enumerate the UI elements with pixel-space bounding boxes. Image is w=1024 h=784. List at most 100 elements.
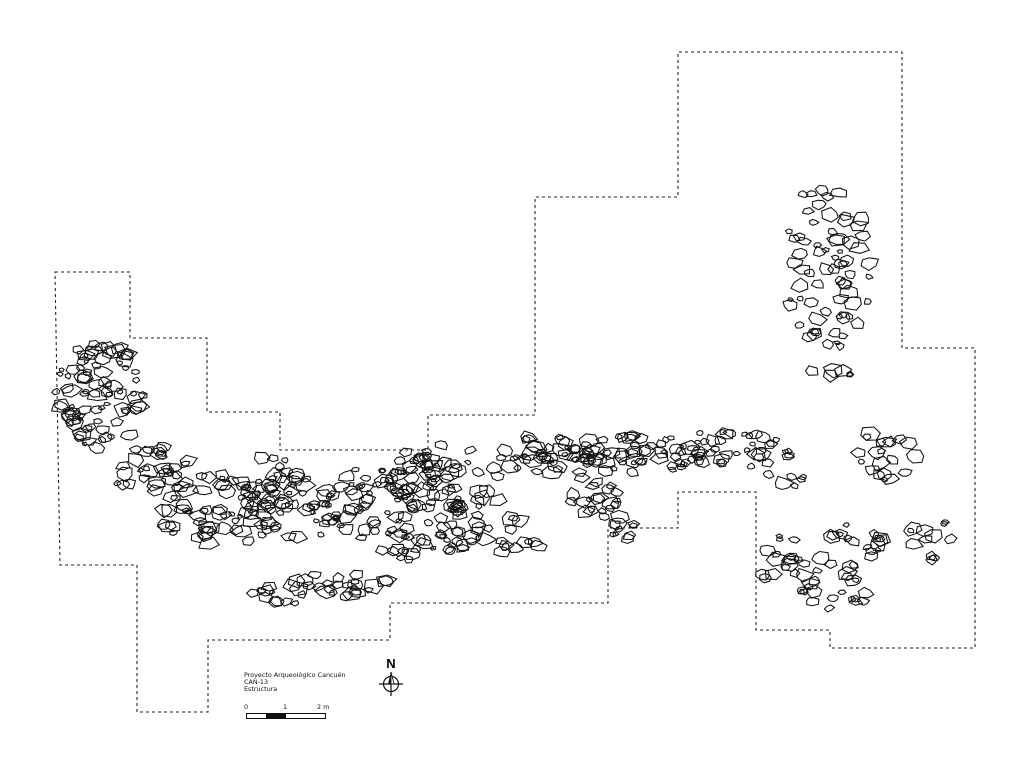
stone-outline bbox=[141, 445, 156, 454]
stone-outline bbox=[322, 513, 333, 522]
stone-outline bbox=[386, 511, 405, 524]
stone-outline bbox=[247, 492, 259, 501]
stone-outline bbox=[786, 257, 804, 269]
stone-outline bbox=[441, 484, 457, 496]
stone-outline bbox=[587, 477, 603, 488]
stone-outline bbox=[81, 441, 88, 447]
stone-outline bbox=[629, 441, 641, 450]
stone-outline bbox=[498, 540, 515, 551]
stone-outline bbox=[195, 472, 208, 481]
stone-outline bbox=[126, 398, 148, 415]
stone-outline bbox=[237, 494, 246, 501]
stone-outline bbox=[835, 342, 845, 352]
stone-outline bbox=[55, 371, 64, 378]
stone-outline bbox=[256, 499, 276, 513]
stone-outline bbox=[812, 566, 823, 574]
stone-outline bbox=[848, 242, 871, 254]
stone-outline bbox=[412, 481, 431, 498]
stone-outline bbox=[833, 258, 850, 270]
stone-outline bbox=[244, 508, 259, 520]
stone-outline bbox=[255, 478, 263, 484]
stone-outline bbox=[857, 586, 875, 599]
scale-tick-0: 0 bbox=[244, 703, 249, 711]
stone-outline bbox=[928, 554, 941, 562]
stone-outline bbox=[577, 504, 596, 519]
stone-outline bbox=[156, 441, 173, 454]
stone-outline bbox=[787, 297, 794, 303]
stone-outline bbox=[609, 509, 630, 524]
stone-outline bbox=[812, 245, 828, 257]
stone-outline bbox=[398, 483, 414, 496]
stone-outline bbox=[386, 525, 398, 535]
stone-outline bbox=[116, 479, 131, 491]
stone-outline bbox=[795, 476, 806, 483]
stone-outline bbox=[906, 527, 915, 534]
stone-outline bbox=[50, 400, 72, 413]
stone-outline bbox=[877, 447, 887, 455]
stone-outline bbox=[680, 458, 692, 468]
stone-outline bbox=[525, 439, 548, 455]
stone-outline bbox=[834, 275, 846, 286]
stone-outline bbox=[704, 448, 717, 457]
stone-outline bbox=[856, 596, 871, 606]
stone-outline bbox=[423, 518, 434, 527]
stone-outline bbox=[850, 316, 865, 329]
stone-outline bbox=[93, 351, 112, 366]
stone-outline bbox=[366, 489, 374, 496]
stone-outline bbox=[227, 475, 240, 486]
stone-outline bbox=[82, 388, 90, 395]
stone-outline bbox=[800, 577, 821, 590]
stone-outline bbox=[511, 514, 530, 528]
stone-outline bbox=[797, 190, 809, 199]
legend-site: CAN-13 bbox=[244, 678, 269, 687]
stone-outline bbox=[820, 247, 831, 254]
stone-outline bbox=[478, 484, 496, 499]
stone-outline bbox=[566, 486, 581, 502]
stone-outline bbox=[898, 436, 918, 450]
stone-outline bbox=[496, 454, 507, 462]
stone-outline bbox=[830, 254, 840, 262]
stone-outline bbox=[401, 548, 409, 555]
stone-outline bbox=[138, 474, 151, 484]
stone-outline bbox=[306, 571, 322, 580]
stone-outline bbox=[837, 589, 847, 595]
stone-outline bbox=[282, 578, 301, 593]
stone-outline bbox=[170, 495, 181, 502]
north-arrow-icon: N bbox=[379, 656, 403, 696]
stone-outline bbox=[530, 467, 544, 476]
stone-outline bbox=[469, 484, 489, 499]
stone-outline bbox=[696, 430, 704, 437]
stone-outline bbox=[803, 297, 820, 308]
stone-outline bbox=[622, 530, 637, 541]
stone-outline bbox=[199, 505, 213, 515]
stone-outline bbox=[146, 484, 164, 497]
stone-outline bbox=[470, 526, 484, 537]
stone-outline bbox=[433, 512, 449, 524]
stone-outline bbox=[512, 454, 522, 461]
stone-outline bbox=[404, 498, 422, 511]
stone-outline bbox=[678, 439, 701, 456]
stone-outline bbox=[275, 509, 284, 516]
stone-outline bbox=[324, 501, 332, 509]
stone-outline bbox=[463, 459, 472, 466]
legend: Proyecto Arqueológico Cancuén CAN-13 Est… bbox=[244, 671, 374, 694]
stone-outline bbox=[443, 498, 464, 514]
stone-outline bbox=[693, 455, 705, 466]
stone-outline bbox=[369, 527, 380, 536]
stone-outline bbox=[76, 373, 94, 384]
stone-outline bbox=[843, 296, 862, 311]
stone-outline bbox=[829, 187, 848, 198]
stone-outline bbox=[507, 514, 518, 522]
stone-outline bbox=[287, 573, 306, 589]
stone-outline bbox=[450, 526, 464, 537]
stone-outline bbox=[862, 544, 873, 551]
stone-outline bbox=[765, 551, 786, 567]
stone-outline bbox=[447, 483, 456, 489]
stone-outline bbox=[105, 391, 113, 398]
stone-outline bbox=[421, 467, 430, 474]
stone-outline bbox=[76, 416, 83, 422]
stone-outline bbox=[71, 427, 92, 442]
stone-outline bbox=[309, 503, 321, 511]
stone-outline bbox=[267, 475, 278, 483]
stone-outline bbox=[160, 464, 173, 475]
